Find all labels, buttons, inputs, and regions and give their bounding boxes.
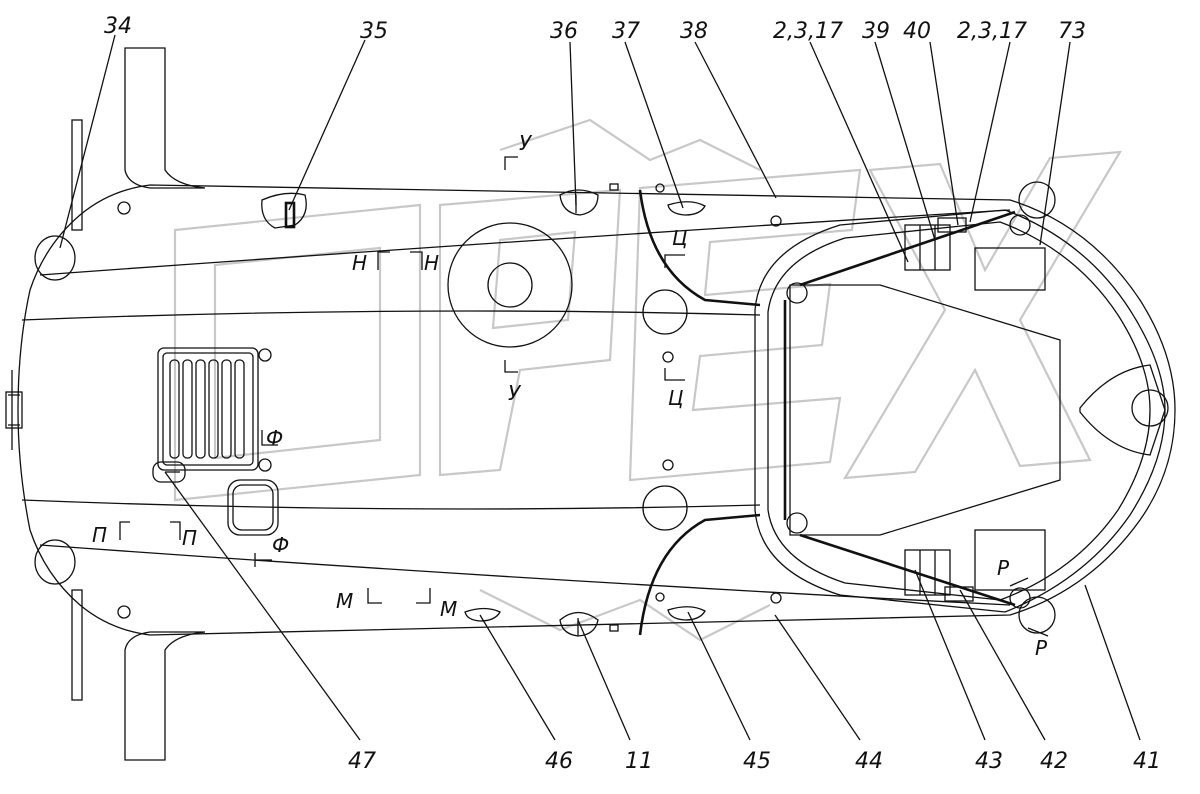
callout-34: 34 bbox=[104, 14, 132, 39]
hull-body bbox=[5, 184, 1176, 636]
callout-39: 39 bbox=[862, 19, 890, 44]
section-mark-Ts-top: Ц bbox=[672, 226, 688, 250]
rear-compartment bbox=[754, 181, 1169, 634]
section-mark-N-right: Н bbox=[424, 251, 439, 275]
grille-slots bbox=[169, 359, 245, 459]
callout-2-3-17-b: 2,3,17 bbox=[957, 19, 1027, 44]
callout-40: 40 bbox=[903, 19, 931, 44]
section-mark-Ts-bottom: Ц bbox=[668, 386, 684, 410]
section-marks: У У Ц Ц Н Н Ф Ф П П М М Р Р bbox=[92, 131, 1049, 660]
callout-36: 36 bbox=[550, 19, 578, 44]
callout-35: 35 bbox=[360, 19, 388, 44]
engine-grille bbox=[152, 347, 279, 536]
callout-43: 43 bbox=[975, 749, 1003, 774]
callout-45: 45 bbox=[743, 749, 771, 774]
section-mark-P-left: П bbox=[92, 523, 107, 547]
callout-37: 37 bbox=[612, 19, 640, 44]
callout-labels: 34 35 36 37 38 2,3,17 39 40 2,3,17 73 47… bbox=[104, 14, 1161, 774]
section-mark-M-left: М bbox=[336, 589, 353, 613]
callout-38: 38 bbox=[680, 19, 708, 44]
hatches bbox=[117, 183, 782, 637]
section-mark-R-bottom: Р bbox=[1035, 636, 1048, 660]
opex-watermark bbox=[173, 118, 1123, 642]
section-mark-U-top: У bbox=[519, 131, 533, 155]
callout-46: 46 bbox=[545, 749, 573, 774]
section-mark-F-top: Ф bbox=[266, 426, 283, 450]
callout-42: 42 bbox=[1040, 749, 1068, 774]
callout-47: 47 bbox=[348, 749, 376, 774]
turret-ring bbox=[447, 222, 688, 531]
section-mark-F-bottom: Ф bbox=[272, 533, 289, 557]
section-mark-N-left: Н bbox=[352, 251, 367, 275]
section-mark-P-right: П bbox=[182, 526, 197, 550]
callout-41: 41 bbox=[1133, 749, 1161, 774]
leader-lines bbox=[59, 34, 1141, 741]
armor-arcs bbox=[638, 189, 761, 636]
section-mark-R-top: Р bbox=[997, 556, 1010, 580]
callout-44: 44 bbox=[855, 749, 883, 774]
callout-73: 73 bbox=[1058, 19, 1086, 44]
side-supports bbox=[34, 47, 206, 761]
section-mark-M-right: М bbox=[440, 597, 457, 621]
section-mark-U-bottom: У bbox=[508, 381, 522, 405]
callout-2-3-17-a: 2,3,17 bbox=[773, 19, 843, 44]
callout-11: 11 bbox=[625, 749, 653, 774]
